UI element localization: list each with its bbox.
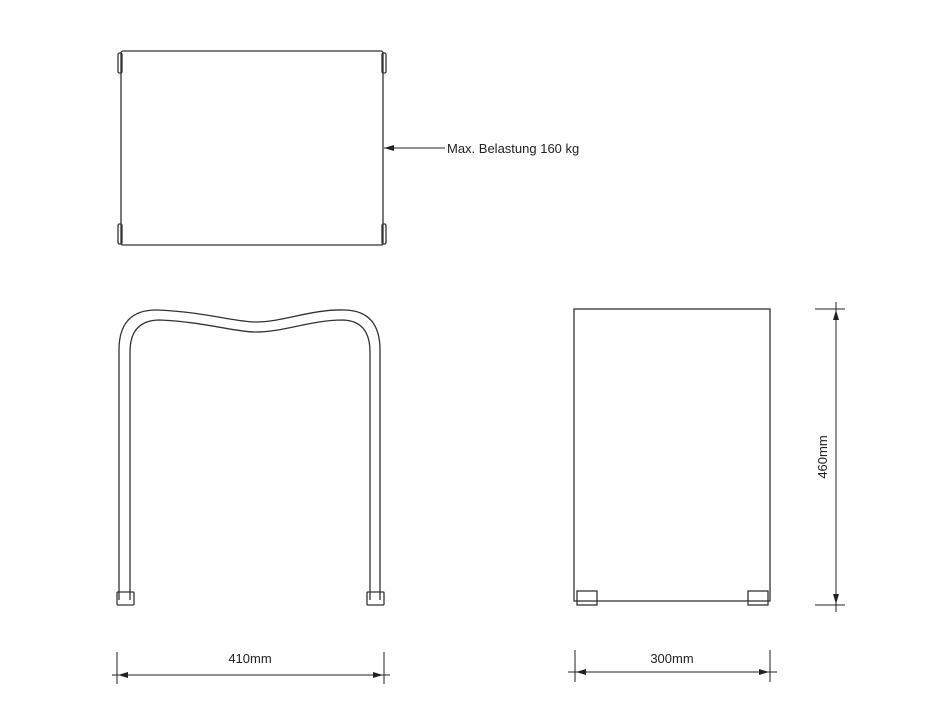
top-view: Max. Belastung 160 kg <box>117 50 579 246</box>
foot-tab <box>381 223 387 245</box>
height-label: 460mm <box>815 435 830 478</box>
seat-outline <box>120 50 384 246</box>
foot-tab <box>381 52 387 74</box>
foot-cap <box>366 591 385 606</box>
max-load-label: Max. Belastung 160 kg <box>447 141 579 156</box>
foot-cap <box>116 591 135 606</box>
foot-tab <box>117 52 123 74</box>
foot-tab <box>117 223 123 245</box>
tube-inner <box>129 319 371 600</box>
width-label: 410mm <box>228 651 271 666</box>
tube-outer <box>118 309 381 600</box>
front-view: 410mm <box>112 309 390 684</box>
side-outline <box>573 308 771 602</box>
foot-block <box>747 590 769 606</box>
depth-label: 300mm <box>650 651 693 666</box>
side-view: 460mm 300mm <box>568 302 845 682</box>
foot-block <box>576 590 598 606</box>
